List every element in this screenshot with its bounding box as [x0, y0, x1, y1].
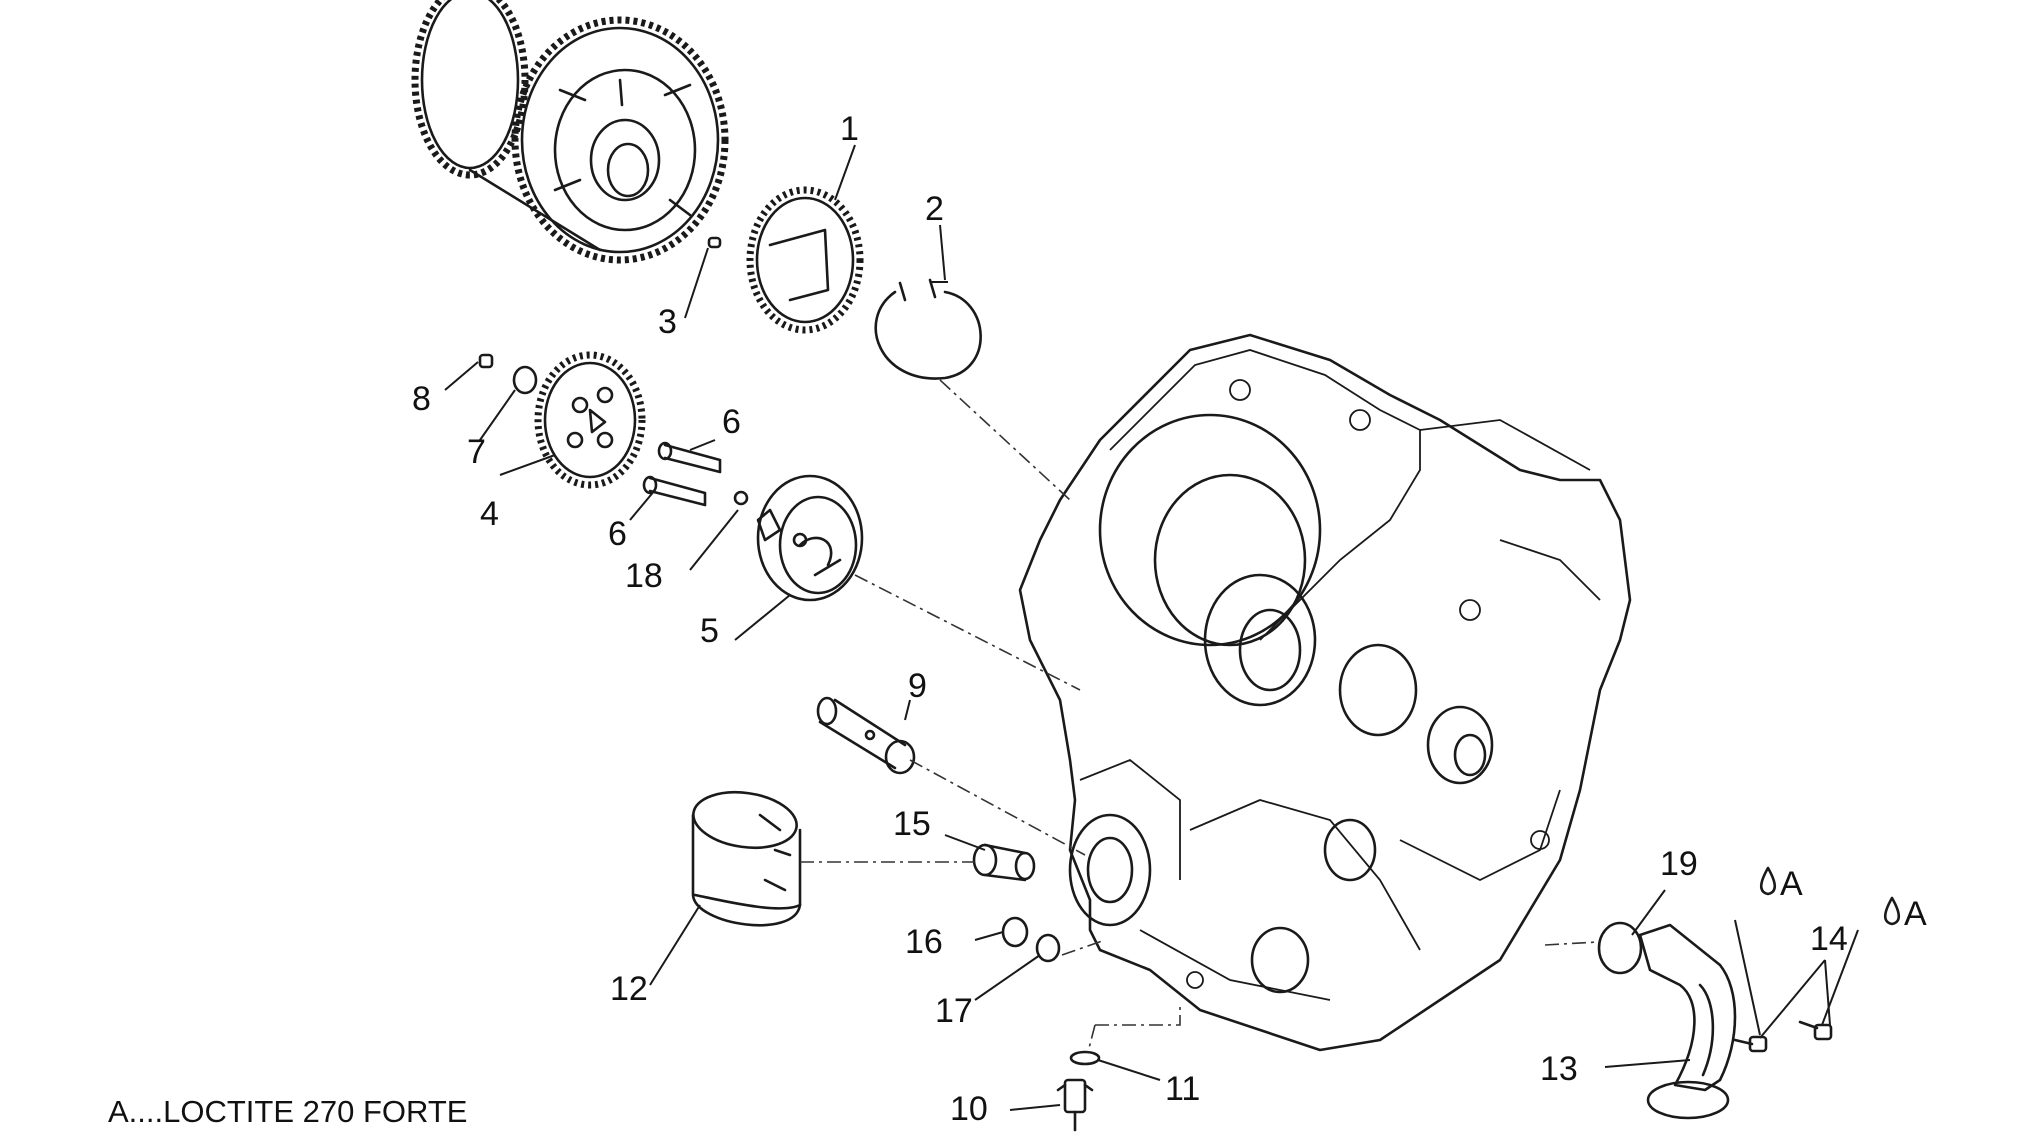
part-9-sleeve [816, 696, 916, 775]
label-14: 14 [1810, 920, 1848, 958]
label-12: 12 [610, 970, 648, 1008]
part-3-pin [707, 236, 722, 249]
part-8-nut [478, 353, 494, 369]
part-4-pump-gear [534, 351, 646, 489]
loctite-marker-a1: A [1780, 865, 1803, 903]
callout-labels: 1 2 3 4 5 6 6 7 8 9 10 11 12 13 14 15 16… [412, 110, 1927, 1128]
part-2-circlip [874, 278, 982, 380]
part-17-washer [1035, 933, 1061, 963]
part-10-sensor [1056, 1078, 1094, 1132]
part-15-bushing [972, 843, 1036, 882]
label-3: 3 [658, 303, 677, 341]
label-18: 18 [625, 557, 663, 595]
part-16-plug [1001, 916, 1029, 948]
loctite-drop-icon [1759, 866, 1777, 896]
label-19: 19 [1660, 845, 1698, 883]
loctite-marker-a2: A [1904, 895, 1927, 933]
leader-lines [444, 144, 1859, 1111]
label-6b: 6 [608, 515, 627, 553]
label-15: 15 [893, 805, 931, 843]
label-2: 2 [925, 190, 944, 228]
loctite-drop-icons [1759, 866, 1901, 926]
label-6a: 6 [722, 403, 741, 441]
part-6-bolts [642, 441, 722, 507]
label-11: 11 [1165, 1070, 1200, 1108]
label-8: 8 [412, 380, 431, 418]
label-16: 16 [905, 923, 943, 961]
part-5-oil-pump [756, 474, 864, 602]
part-13-pickup [1638, 923, 1737, 1120]
assembly-lines [800, 379, 1599, 1053]
clutch-basket [411, 0, 729, 264]
part-12-oil-filter [691, 791, 802, 927]
part-11-washer [1069, 1050, 1101, 1066]
label-1: 1 [840, 110, 859, 148]
label-10: 10 [950, 1090, 988, 1128]
part-1-gear [746, 186, 864, 334]
crankcase [1018, 333, 1632, 1052]
label-17: 17 [935, 992, 973, 1030]
part-18-washer [733, 490, 749, 506]
part-7-washer [512, 365, 538, 395]
label-5: 5 [700, 612, 719, 650]
loctite-drop-icon [1883, 896, 1901, 926]
label-13: 13 [1540, 1050, 1578, 1088]
label-7: 7 [467, 433, 486, 471]
loctite-note: A....LOCTITE 270 FORTE [108, 1094, 467, 1129]
part-14-bolts [1733, 1020, 1833, 1053]
part-19-o-ring [1597, 921, 1643, 975]
label-9: 9 [908, 667, 927, 705]
label-4: 4 [480, 495, 499, 533]
